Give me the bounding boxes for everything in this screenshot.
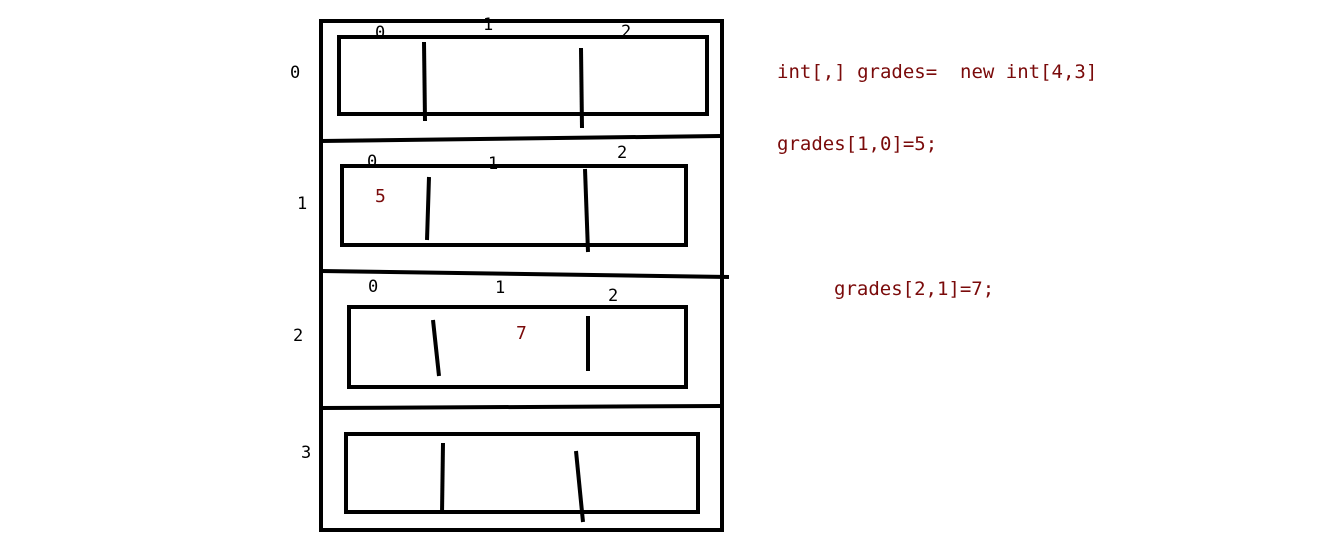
column-index-label: 0 <box>375 23 385 43</box>
cell-divider <box>583 168 590 253</box>
row-index-label: 2 <box>293 326 303 346</box>
row-index-label: 1 <box>297 194 307 214</box>
column-index-label: 2 <box>621 22 631 42</box>
cell-divider <box>425 176 431 241</box>
column-index-label: 0 <box>367 152 377 172</box>
column-index-label: 1 <box>483 15 493 35</box>
row-index-label: 3 <box>301 443 311 463</box>
cell-value: 5 <box>375 186 386 207</box>
row-0-cells <box>337 35 709 116</box>
row-divider <box>320 134 721 143</box>
assignment-code: grades[1,0]=5; <box>777 133 937 155</box>
cell-divider <box>422 41 427 122</box>
row-3-cells <box>344 432 700 514</box>
row-2-cells <box>347 305 688 389</box>
declaration-code: int[,] grades= new int[4,3] <box>777 61 1097 83</box>
row-1-cells <box>340 164 688 247</box>
column-index-label: 0 <box>368 277 378 297</box>
cell-divider <box>579 47 584 129</box>
row-index-label: 0 <box>290 63 300 83</box>
column-index-label: 2 <box>608 286 618 306</box>
cell-divider <box>431 319 441 377</box>
column-index-label: 1 <box>495 278 505 298</box>
row-divider <box>320 404 721 410</box>
cell-value: 7 <box>516 323 527 344</box>
assignment-code: grades[2,1]=7; <box>834 278 994 300</box>
row-divider <box>320 269 730 279</box>
column-index-label: 2 <box>617 143 627 163</box>
column-index-label: 1 <box>488 154 498 174</box>
cell-divider <box>574 450 585 523</box>
cell-divider <box>440 442 445 515</box>
